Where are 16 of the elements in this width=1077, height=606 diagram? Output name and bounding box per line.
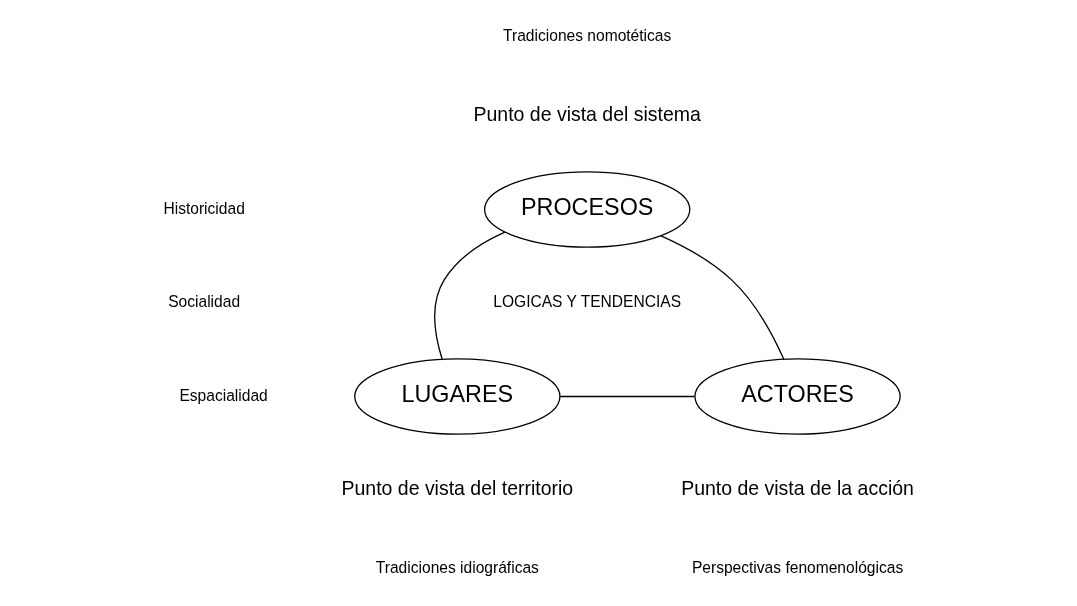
node-ellipse: LUGARES bbox=[354, 358, 561, 435]
node-label: Punto de vista del territorio bbox=[341, 476, 574, 499]
label: LOGICAS Y TENDENCIAS bbox=[493, 293, 682, 311]
label: Tradiciones idiográficas bbox=[375, 559, 539, 577]
label: Tradiciones nomotéticas bbox=[503, 26, 672, 44]
node-label: Punto de vista de la acción bbox=[681, 476, 914, 499]
label: Socialidad bbox=[168, 293, 241, 311]
label: Historicidad bbox=[163, 199, 245, 217]
node-ellipse: ACTORES bbox=[694, 358, 901, 435]
node-label: Punto de vista del sistema bbox=[473, 102, 701, 125]
label: Perspectivas fenomenológicas bbox=[691, 559, 904, 577]
connector bbox=[660, 235, 785, 360]
label: Espacialidad bbox=[179, 386, 268, 404]
connector bbox=[434, 231, 506, 360]
connector bbox=[559, 395, 696, 398]
node-ellipse: PROCESOS bbox=[483, 171, 691, 248]
